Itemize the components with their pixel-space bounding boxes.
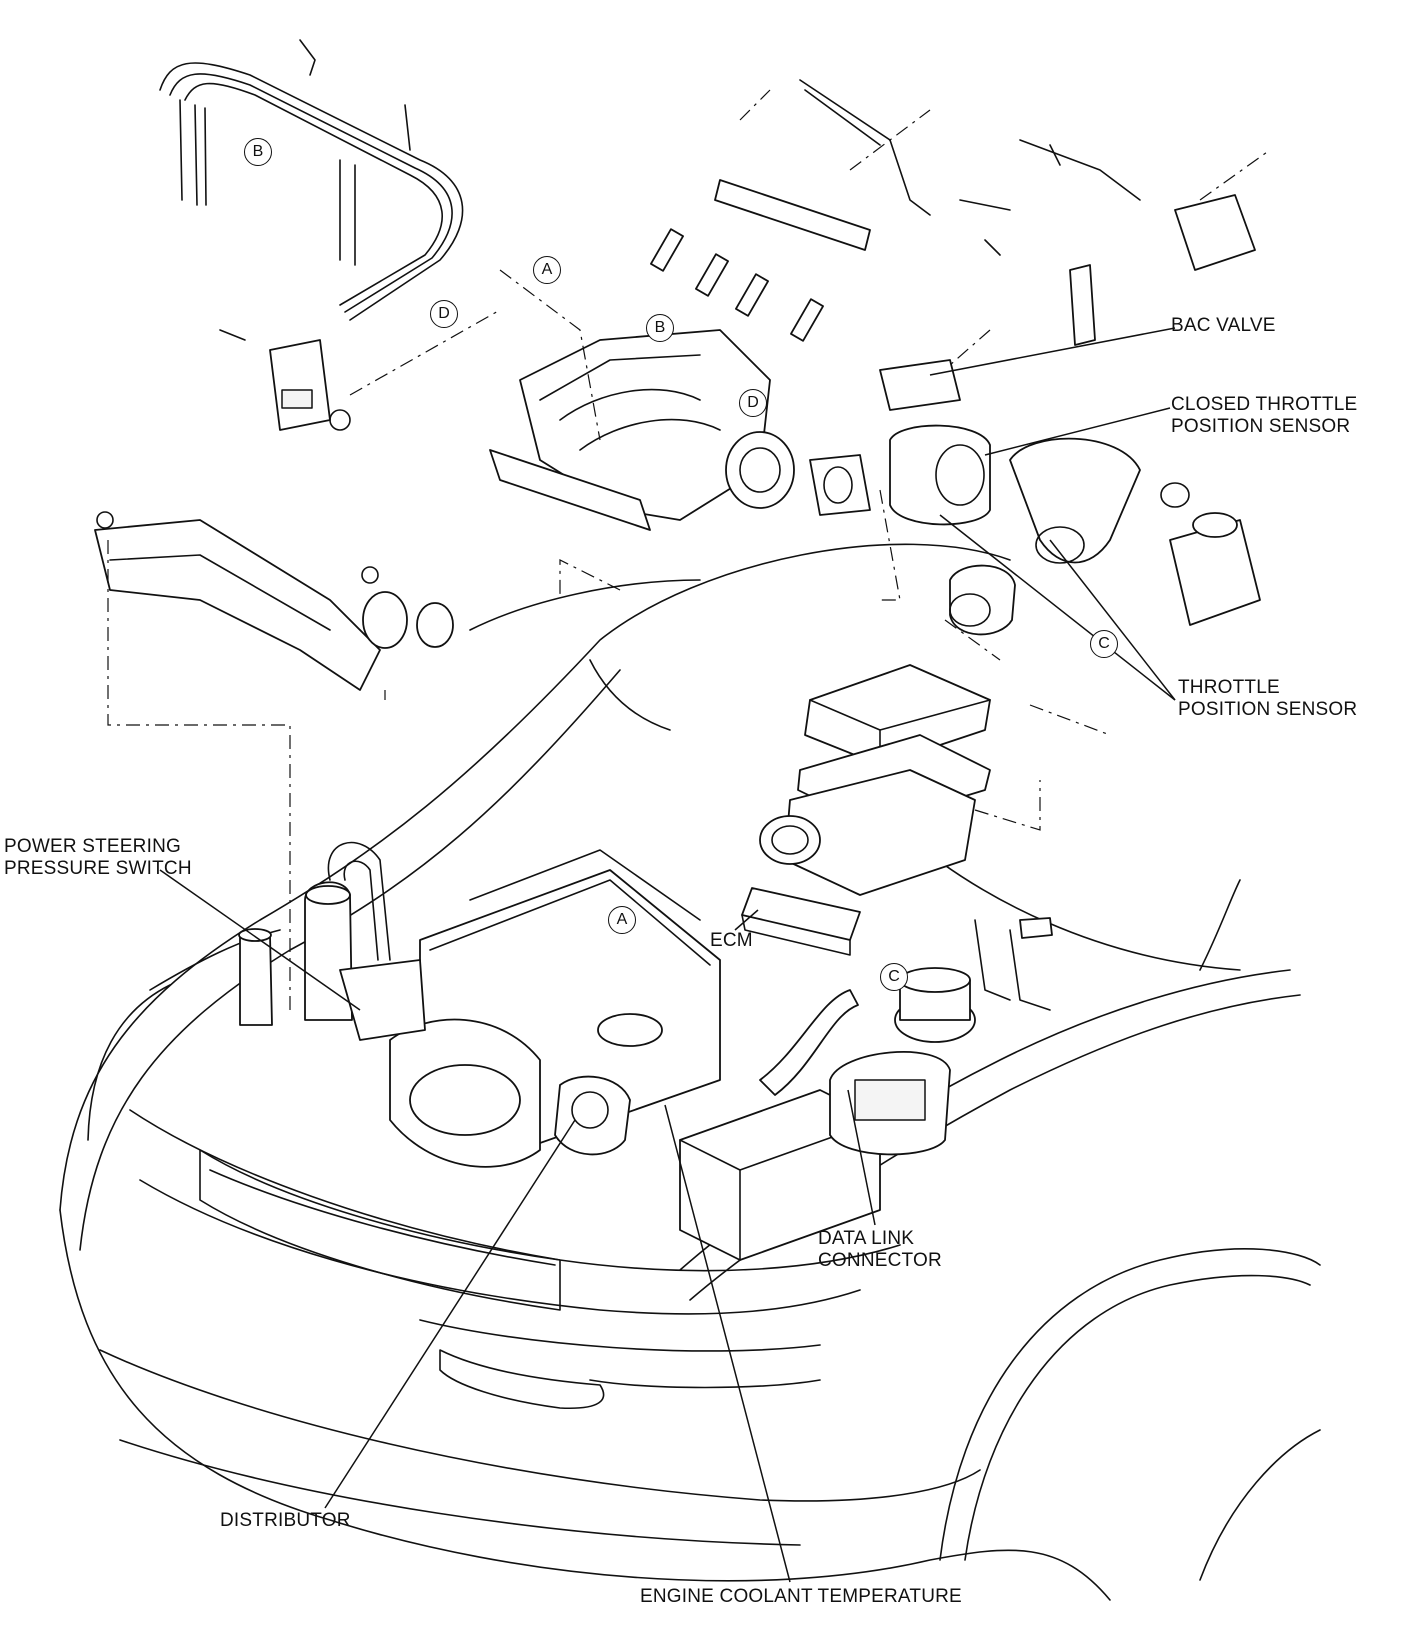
callout-b-manifold: B [646, 314, 674, 342]
label-closed-throttle-position-sensor: CLOSED THROTTLE POSITION SENSOR [1171, 394, 1358, 437]
callout-a-top: A [533, 256, 561, 284]
label-throttle-position-sensor: THROTTLE POSITION SENSOR [1178, 677, 1358, 720]
car-body-outline [59, 543, 1321, 1601]
air-cleaner-assembly [759, 664, 991, 896]
callout-d-left: D [430, 300, 458, 328]
callout-a-engine: A [608, 906, 636, 934]
leader-lines [159, 327, 1176, 1583]
air-intake-duct [94, 511, 454, 691]
intake-manifold-assembly [489, 329, 1261, 636]
label-distributor: DISTRIBUTOR [220, 1510, 351, 1531]
connection-lines [107, 89, 1271, 1010]
engine-bay-components [238, 841, 1053, 1261]
label-data-link-connector: DATA LINK CONNECTOR [818, 1228, 942, 1271]
callout-c-engine: C [880, 963, 908, 991]
callout-c-throttle: C [1090, 630, 1118, 658]
label-power-steering-pressure-switch: POWER STEERING PRESSURE SWITCH [4, 836, 192, 879]
top-right-components [959, 139, 1256, 346]
vacuum-lines-harness [159, 39, 464, 431]
label-engine-coolant-temperature: ENGINE COOLANT TEMPERATURE [640, 1586, 962, 1607]
label-bac-valve: BAC VALVE [1171, 315, 1276, 336]
callout-d-manifold: D [739, 389, 767, 417]
callout-b-left: B [244, 138, 272, 166]
label-ecm: ECM [710, 930, 753, 951]
fuel-rail-injectors [650, 79, 931, 342]
